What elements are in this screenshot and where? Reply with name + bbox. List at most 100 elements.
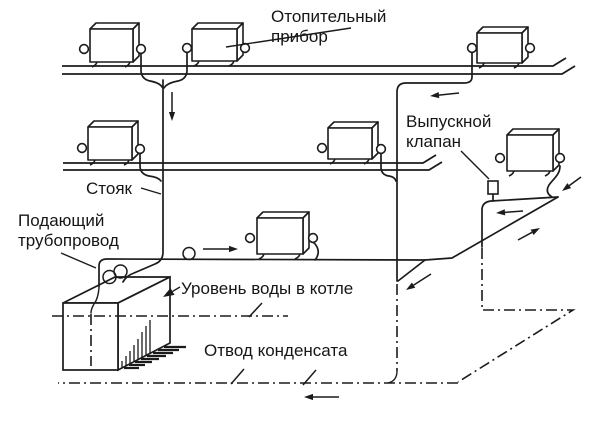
radiator-side-face xyxy=(132,22,140,63)
radiator-top-face xyxy=(191,22,244,30)
callout-line xyxy=(172,286,181,293)
arrowhead xyxy=(229,245,238,253)
radiator-leg xyxy=(508,170,515,177)
label-supply-pipeline-text: Подающий xyxy=(18,211,104,230)
radiator-leg xyxy=(513,62,520,69)
perspective-drop-pipe xyxy=(397,259,426,282)
radiator-side-face xyxy=(236,22,244,62)
radiator-ground-drain xyxy=(312,241,319,261)
label-supply-pipeline-text: трубопровод xyxy=(18,231,119,250)
arrowhead xyxy=(406,282,416,290)
valve-connection-left xyxy=(244,232,256,244)
steam-flow-up-right xyxy=(517,228,540,241)
second-floor-line-lower xyxy=(63,161,443,171)
radiator-leg xyxy=(123,159,130,166)
arrowhead xyxy=(562,183,572,191)
radiator-front-face xyxy=(506,134,554,172)
supply-main-pipe xyxy=(98,196,559,288)
valve-connection-left xyxy=(181,42,193,54)
right-branch-pipe xyxy=(481,196,559,248)
callout-line xyxy=(225,27,352,48)
arrow-shaft xyxy=(413,273,432,286)
radiator-top-2 xyxy=(181,22,251,67)
radiator-top-face xyxy=(327,121,379,129)
callout-line xyxy=(460,150,490,180)
floor-lines xyxy=(62,57,576,171)
radiator-top-3 xyxy=(466,26,536,69)
radiator-leg xyxy=(363,158,370,165)
label-water-level-text: Уровень воды в котле xyxy=(181,279,353,298)
condensate-elbow xyxy=(387,370,398,384)
release-valve-body xyxy=(487,180,499,195)
radiator-top-face xyxy=(87,120,139,128)
condensate-tick-1 xyxy=(230,368,245,385)
radiator-leg xyxy=(89,159,96,166)
water-level-tick xyxy=(248,302,263,318)
arrow-shaft xyxy=(568,176,582,187)
riser-flow-down xyxy=(168,92,176,121)
radiator-side-face xyxy=(131,120,139,161)
attic-flow-left xyxy=(430,91,460,99)
top-floor-line-lower xyxy=(62,65,576,75)
riser-pipe xyxy=(122,79,164,283)
valve-connection-left xyxy=(78,43,90,55)
drop-flow-down-left xyxy=(406,273,432,290)
label-condensate-drain: Отвод конденсата xyxy=(204,341,348,360)
valve-connection-right xyxy=(375,143,387,155)
label-heating-device-text: Отопительный xyxy=(271,7,386,26)
label-condensate-drain-text: Отвод конденсата xyxy=(204,341,348,360)
condensate-flow-left xyxy=(304,393,339,401)
boiler xyxy=(62,275,186,372)
arrow-shaft xyxy=(504,210,524,214)
arrow-shaft xyxy=(517,231,533,241)
valve-connection-left xyxy=(494,152,506,164)
radiator-side-face xyxy=(302,211,310,255)
arrowhead xyxy=(430,91,440,99)
arrowhead xyxy=(496,209,506,216)
radiator-leg xyxy=(329,158,336,165)
radiator-leg xyxy=(294,253,301,260)
valve-connection-right xyxy=(307,232,319,244)
radiator-top-face xyxy=(256,211,310,219)
radiator-ground xyxy=(244,211,319,260)
radiator-drain-flow xyxy=(562,176,582,191)
top-floor-line-upper xyxy=(62,57,567,67)
boiler-inlet-curve xyxy=(90,287,100,314)
radiator-front-face xyxy=(89,28,134,63)
valve-connection-left xyxy=(76,142,88,154)
radiator-front-face xyxy=(327,127,373,160)
radiator-top-face xyxy=(476,26,529,34)
arrow-shaft xyxy=(438,92,460,96)
radiator-front-face xyxy=(87,126,133,161)
radiator-front-face xyxy=(256,217,304,255)
valve-connection-right xyxy=(135,43,147,55)
radiator-leg xyxy=(124,61,131,68)
valve-connection-right xyxy=(554,152,566,164)
boiler-foundation-hatch xyxy=(124,345,186,370)
expansion-loop xyxy=(182,246,196,261)
branch-condensate-line xyxy=(457,248,576,383)
branch-flow-left xyxy=(496,209,524,216)
radiator-leg xyxy=(193,60,200,67)
label-riser: Стояк xyxy=(86,179,162,198)
radiator-top-face xyxy=(89,22,140,30)
second-floor-line-upper xyxy=(63,154,437,164)
arrowhead xyxy=(168,112,176,121)
radiator-leg xyxy=(544,170,551,177)
radiator-side-face xyxy=(552,128,560,172)
flow-arrows xyxy=(168,91,582,401)
arrowhead xyxy=(163,287,175,297)
radiator-leg xyxy=(258,253,265,260)
label-release-valve-text: клапан xyxy=(406,132,461,151)
radiator-top-1 xyxy=(78,22,147,68)
radiator-front-face xyxy=(191,28,238,62)
callout-line xyxy=(60,252,97,269)
radiator-top2-drain xyxy=(163,51,188,89)
radiator-mid-1 xyxy=(76,120,146,166)
radiator-top1-drain xyxy=(140,52,163,88)
radiator-right xyxy=(494,128,566,177)
label-heating-device: Отопительныйприбор xyxy=(225,7,386,48)
valve-connection-right xyxy=(134,143,146,155)
